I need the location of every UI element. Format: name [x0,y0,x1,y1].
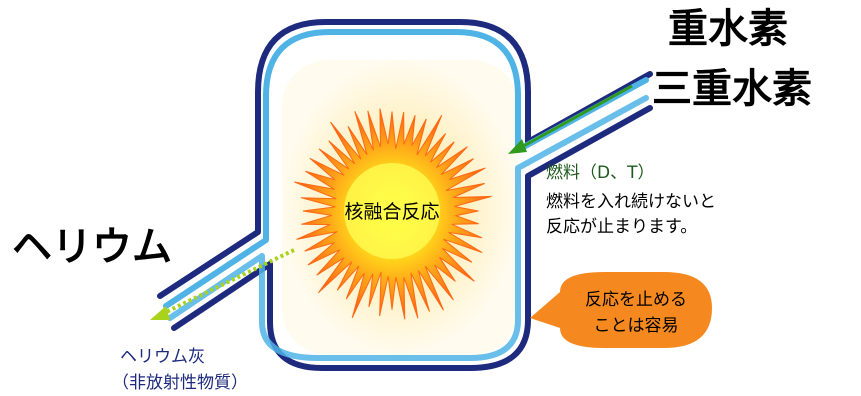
tritium-label: 三重水素 [652,66,812,112]
shutdown-callout [530,272,712,348]
fuel-title: 燃料（D、T） [546,163,654,183]
fuel-note-line1: 燃料を入れ続けないと [546,192,716,212]
helium-label: ヘリウム [12,224,172,270]
helium-ash-line2: （非放射性物質） [112,373,248,393]
callout-line1: 反応を止める [585,290,687,310]
fusion-core-center [344,163,440,259]
vessel-outline [157,19,653,371]
core-label: 核融合反応 [344,201,439,223]
deuterium-label: 重水素 [668,6,788,52]
fuel-inlet-arrow [508,84,633,154]
callout-line2: ことは容易 [594,316,679,336]
helium-outlet-arrow [150,248,295,320]
helium-ash-line1: ヘリウム灰 [120,347,205,367]
fuel-note-line2: 反応が止まります。 [546,217,697,237]
